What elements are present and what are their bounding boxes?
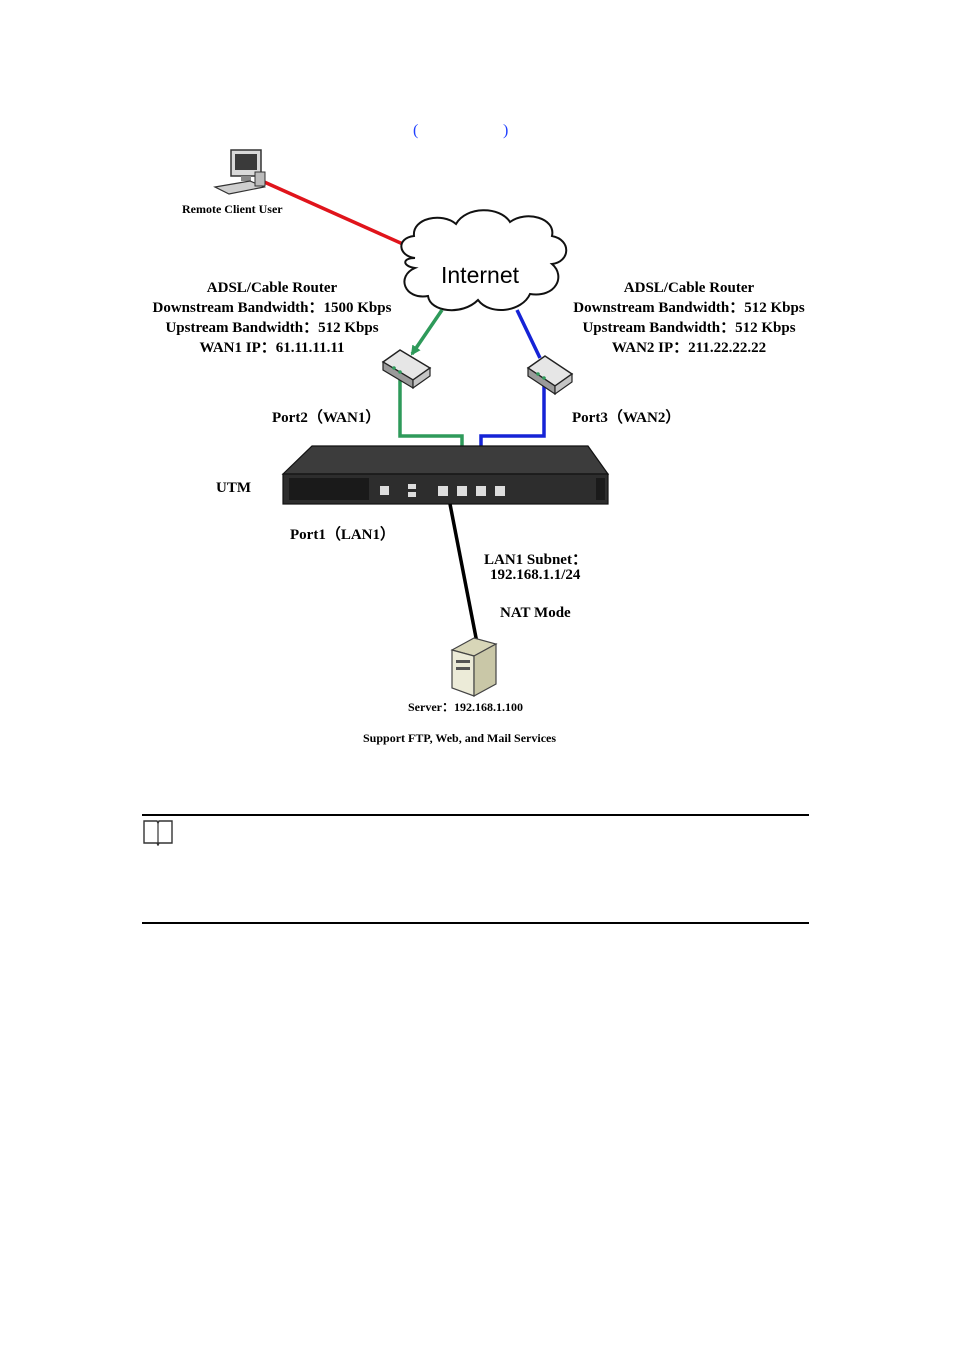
utm-server-link [448, 503, 480, 649]
cloud-icon [400, 209, 568, 312]
router2-info: ADSL/Cable Router Downstream Bandwidth：5… [553, 278, 825, 358]
router1-info: ADSL/Cable Router Downstream Bandwidth：1… [132, 278, 412, 358]
router2-downstream: Downstream Bandwidth：512 Kbps [573, 300, 805, 316]
services-label: Support FTP, Web, and Mail Services [363, 731, 557, 745]
port1-label: Port1（LAN1） [290, 527, 395, 543]
router2-upstream: Upstream Bandwidth：512 Kbps [582, 320, 796, 336]
caption-close-paren: ) [503, 122, 509, 139]
server-icon [450, 637, 498, 698]
router1-downstream: Downstream Bandwidth：1500 Kbps [152, 300, 392, 316]
port3-label: Port3（WAN2） [572, 410, 681, 426]
internet-router2-link [515, 309, 542, 359]
router-icon [381, 349, 432, 390]
caption-open-paren: ( [413, 122, 419, 139]
router-icon [526, 355, 574, 396]
note-top-rule [142, 814, 809, 816]
router1-title: ADSL/Cable Router [206, 280, 338, 296]
router1-upstream: Upstream Bandwidth：512 Kbps [165, 320, 379, 336]
nat-mode-label: NAT Mode [500, 605, 571, 621]
note-bottom-rule [142, 922, 809, 924]
remote-client-label: Remote Client User [182, 202, 283, 216]
internet-router1-link [410, 309, 444, 356]
lan-subnet-label: LAN1 Subnet： [484, 552, 587, 568]
book-note-icon [143, 820, 173, 846]
lan-subnet-value: 192.168.1.1/24 [490, 567, 581, 583]
internet-label: Internet [441, 262, 519, 288]
port2-label: Port2（WAN1） [272, 410, 381, 426]
utm-appliance-icon [281, 445, 610, 505]
computer-icon [213, 149, 267, 195]
client-internet-link [261, 179, 416, 251]
router2-title: ADSL/Cable Router [623, 280, 755, 296]
utm-label: UTM [216, 480, 251, 496]
router1-ip: WAN1 IP：61.11.11.11 [199, 340, 345, 356]
server-label: Server：192.168.1.100 [408, 700, 523, 714]
router2-ip: WAN2 IP：211.22.22.22 [611, 340, 767, 356]
